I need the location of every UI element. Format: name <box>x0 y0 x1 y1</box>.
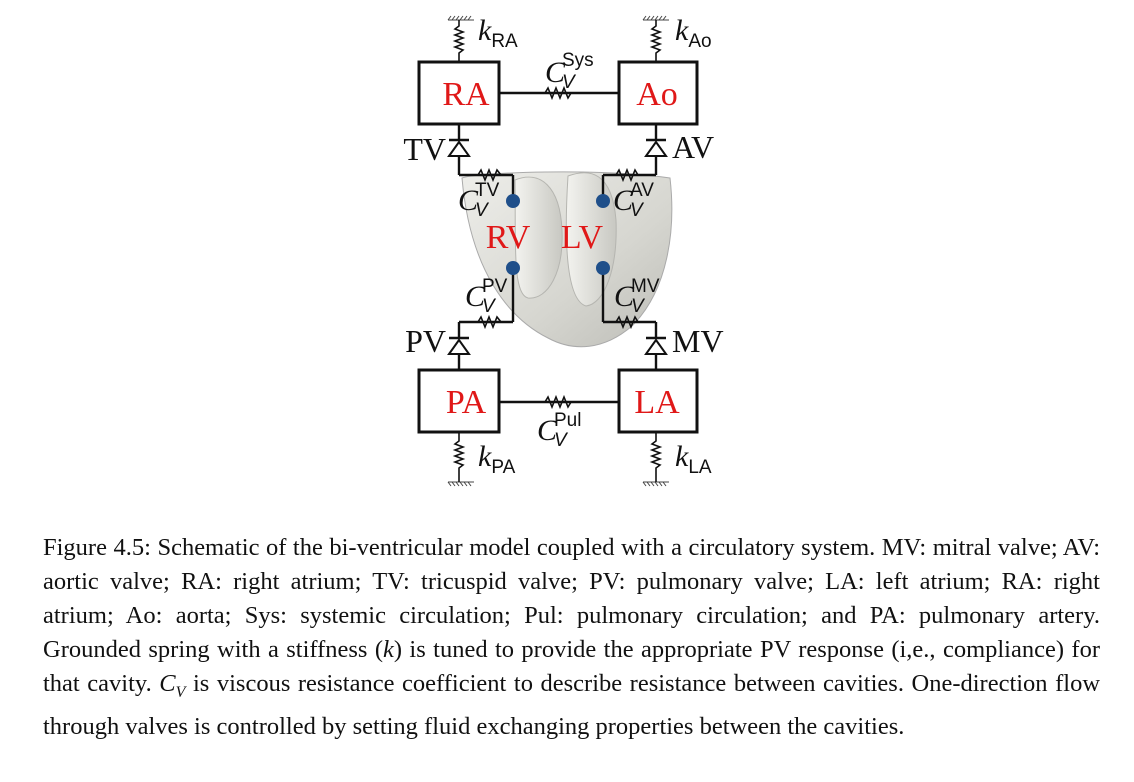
caption-text-2: ) is tuned to provide the appropriate PV… <box>43 636 1100 697</box>
cavity-rv-label: RV <box>486 219 531 256</box>
svg-text:V: V <box>630 200 645 221</box>
svg-text:V: V <box>562 72 577 93</box>
svg-text:MV: MV <box>631 276 660 297</box>
svg-text:AV: AV <box>630 180 654 201</box>
caption-k-symbol: k <box>383 636 394 663</box>
valve-mv-label: MV <box>672 323 724 359</box>
valve-pv-icon <box>447 336 471 355</box>
cavity-la-label: LA <box>634 384 680 421</box>
svg-text:PV: PV <box>482 276 508 297</box>
cavity-ra-label: RA <box>442 76 490 113</box>
svg-text:Pul: Pul <box>554 410 581 431</box>
spring-pa-label: kPA <box>478 440 516 478</box>
resistor-av-label: C AV V <box>613 180 654 221</box>
spring-la-icon <box>642 432 669 487</box>
svg-text:Sys: Sys <box>562 50 594 71</box>
figure-caption: Figure 4.5: Schematic of the bi-ventricu… <box>43 531 1100 744</box>
resistor-sys <box>544 85 572 101</box>
circulatory-schematic: RA Ao PA LA RV LV kRA kAo kPA kLA TV AV … <box>403 14 724 487</box>
node-rv-outflow <box>506 261 520 275</box>
resistor-zigzags <box>477 85 639 410</box>
box-la <box>617 368 699 434</box>
svg-text:C: C <box>545 56 566 89</box>
svg-text:TV: TV <box>475 180 500 201</box>
resistor-sys-label: C Sys V <box>545 50 594 93</box>
svg-text:C: C <box>614 280 635 313</box>
spring-la-label: kLA <box>675 440 712 478</box>
resistor-pv <box>477 314 502 330</box>
spring-ra-label: kRA <box>478 14 518 52</box>
valve-av-icon <box>644 138 668 157</box>
caption-label: Figure 4.5: <box>43 534 151 561</box>
svg-text:C: C <box>458 184 479 217</box>
valve-tv-icon <box>447 138 471 157</box>
svg-text:V: V <box>554 430 569 451</box>
caption-text-3: is viscous resistance coefficient to des… <box>43 670 1101 740</box>
caption-cv-symbol: C <box>159 670 176 697</box>
resistor-av <box>615 167 639 183</box>
caption-text-1: Schematic of the bi-ventricular model co… <box>43 534 1101 663</box>
cavity-ao-label: Ao <box>636 76 678 113</box>
box-pa <box>417 368 501 434</box>
box-ao <box>617 60 699 126</box>
spring-pa-icon <box>447 432 474 487</box>
caption-cv-sub: V <box>175 683 186 701</box>
valve-mv-icon <box>644 336 668 355</box>
resistor-pul <box>544 394 572 410</box>
svg-text:V: V <box>482 296 497 317</box>
node-rv-inflow <box>506 194 520 208</box>
svg-text:C: C <box>613 184 634 217</box>
box-ra <box>417 60 501 126</box>
spring-ra-icon <box>447 15 474 62</box>
svg-text:C: C <box>537 414 558 447</box>
resistor-pul-label: C Pul V <box>537 410 581 451</box>
spring-ao-label: kAo <box>675 14 712 52</box>
svg-text:C: C <box>465 280 486 313</box>
valve-av-label: AV <box>672 129 714 165</box>
valve-pv-label: PV <box>405 323 446 359</box>
svg-text:V: V <box>631 296 646 317</box>
cavity-lv-label: LV <box>561 219 604 256</box>
resistor-tv <box>477 167 502 183</box>
resistor-tv-label: C TV V <box>458 180 500 221</box>
valve-tv-label: TV <box>403 131 446 167</box>
cavity-pa-label: PA <box>446 384 487 421</box>
svg-text:V: V <box>475 200 490 221</box>
node-lv-inflow <box>596 261 610 275</box>
connection-nodes <box>506 194 610 275</box>
resistor-mv <box>615 314 639 330</box>
resistor-mv-label: C MV V <box>614 276 660 317</box>
node-lv-outflow <box>596 194 610 208</box>
resistor-pv-label: C PV V <box>465 276 508 317</box>
spring-ao-icon <box>642 15 669 62</box>
